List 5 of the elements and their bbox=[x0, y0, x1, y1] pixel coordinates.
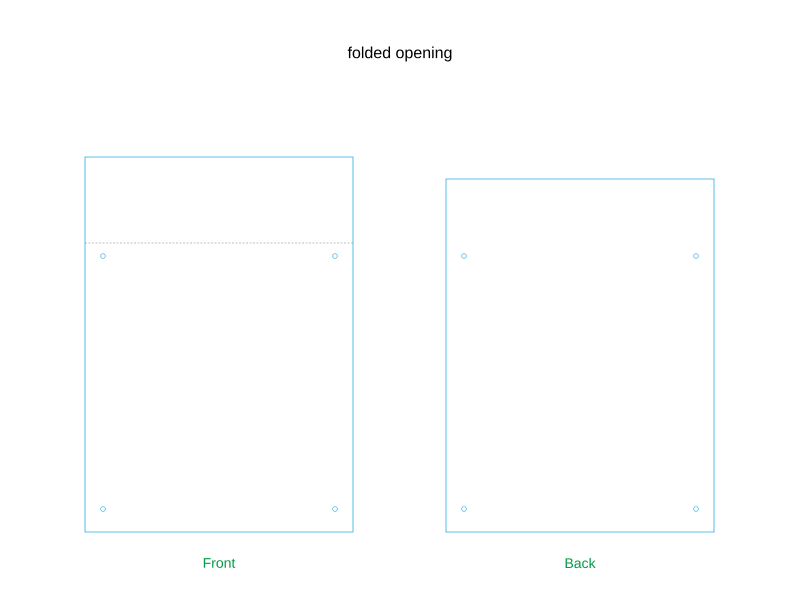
title: folded opening bbox=[348, 46, 452, 62]
panel-label: Back bbox=[566, 558, 596, 568]
panel-outline bbox=[446, 178, 714, 532]
panel-label: Front bbox=[204, 558, 236, 568]
panel-outline bbox=[84, 156, 354, 532]
